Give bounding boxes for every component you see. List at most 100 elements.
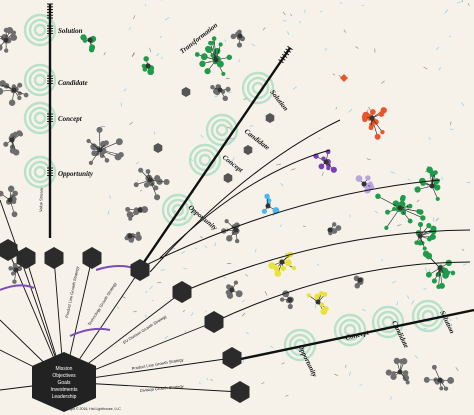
idea-node <box>114 153 122 161</box>
idea-node <box>153 185 159 191</box>
speckle <box>380 259 384 262</box>
speckle <box>107 210 110 215</box>
idea-tree <box>86 126 124 166</box>
root-hexagon: Mission Objectives Goals Investments Lea… <box>32 352 96 412</box>
pipeline-hexagon <box>181 87 191 97</box>
idea-tree <box>210 84 231 102</box>
idea-node <box>135 234 142 241</box>
speckle <box>144 314 147 318</box>
spiral-ring <box>283 328 317 362</box>
tree-root-node <box>229 287 235 293</box>
left-stage-solution: Solution <box>58 27 83 35</box>
speckle <box>335 107 337 110</box>
idea-node <box>99 151 105 157</box>
idea-node <box>224 219 229 224</box>
speckle <box>180 250 186 255</box>
right-pipeline <box>235 308 474 362</box>
speckle <box>462 263 467 266</box>
tree-branch <box>438 267 441 287</box>
spiral-ring <box>166 198 190 222</box>
speckle <box>414 355 419 359</box>
branch-line <box>139 179 441 269</box>
idea-node <box>12 262 18 268</box>
idea-node <box>126 211 134 218</box>
idea-node <box>133 182 139 188</box>
speckle <box>449 318 452 322</box>
idea-tree <box>414 221 437 251</box>
spiral-ring <box>338 318 362 342</box>
spiral-ring <box>246 76 270 100</box>
tree-root-node <box>213 57 219 63</box>
idea-node <box>425 271 432 278</box>
idea-node <box>133 207 139 213</box>
spiral-ring <box>205 113 239 147</box>
idea-tree <box>124 231 142 243</box>
idea-node <box>225 289 231 295</box>
speckle <box>455 367 459 371</box>
tree-root-node <box>361 181 367 187</box>
spiral-ring <box>188 143 222 177</box>
idea-node <box>17 91 22 96</box>
idea-node <box>405 380 410 385</box>
idea-node <box>143 56 149 62</box>
pipeline-tick <box>287 45 293 51</box>
idea-node <box>407 218 413 224</box>
branch-line <box>159 149 331 259</box>
idea-node <box>264 193 270 200</box>
tree-branch <box>209 42 217 61</box>
tree-root-node <box>97 147 103 153</box>
idea-node <box>430 225 437 232</box>
speckle <box>183 267 188 270</box>
idea-node <box>17 95 22 101</box>
idea-node <box>365 175 371 181</box>
spiral-ring <box>23 63 57 97</box>
spiral-ring <box>33 23 47 37</box>
speckle <box>316 264 320 266</box>
idea-node <box>279 297 285 302</box>
idea-node <box>23 92 29 98</box>
speckle <box>145 291 148 294</box>
speckle <box>349 371 351 376</box>
speckle <box>231 157 235 162</box>
branch-label-division: Division Growth Strategy <box>140 383 184 393</box>
idea-node <box>373 119 379 125</box>
idea-node <box>393 357 400 365</box>
speckle <box>366 158 371 161</box>
idea-node <box>234 238 240 244</box>
tree-branch <box>213 38 217 61</box>
idea-node <box>0 87 4 95</box>
idea-tree <box>279 290 294 310</box>
idea-tree <box>375 193 426 230</box>
speckle <box>285 394 289 397</box>
tree-root-node <box>127 233 133 239</box>
speckle <box>374 210 379 214</box>
idea-node <box>414 186 421 193</box>
speckle <box>144 4 147 7</box>
speckle <box>109 195 112 199</box>
idea-node <box>443 386 449 391</box>
tree-branch <box>399 207 423 219</box>
strategy-hexagons <box>0 87 275 403</box>
idea-node <box>450 270 456 276</box>
idea-node <box>90 143 98 151</box>
spoke-line <box>0 199 65 383</box>
idea-node <box>200 53 208 61</box>
idea-node <box>0 44 3 51</box>
idea-node <box>447 377 455 384</box>
speckle <box>238 59 241 63</box>
idea-node <box>233 280 239 285</box>
speckle <box>272 213 275 217</box>
idea-node <box>7 185 15 193</box>
idea-node <box>280 265 286 272</box>
idea-node <box>13 149 20 156</box>
speckle <box>444 9 449 14</box>
idea-node <box>402 374 410 382</box>
speckle <box>448 35 451 38</box>
idea-node <box>204 68 211 75</box>
speckle <box>319 10 323 13</box>
idea-tree <box>353 275 364 289</box>
stage-pipelines <box>47 3 474 362</box>
idea-node <box>331 222 337 227</box>
idea-node <box>194 52 200 57</box>
speckle <box>449 121 452 126</box>
